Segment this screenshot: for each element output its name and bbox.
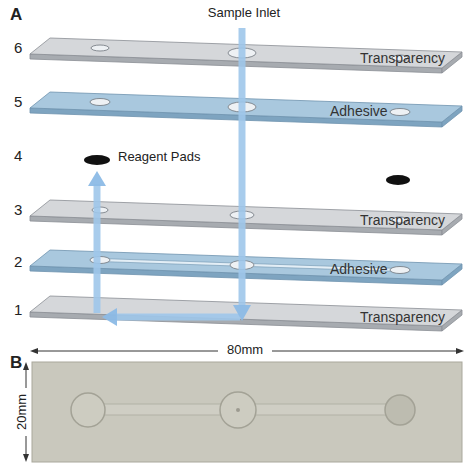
dimension-arrowhead xyxy=(30,348,38,354)
layer-face xyxy=(30,296,462,326)
layer-hole xyxy=(390,109,410,116)
layer-label: Transparency xyxy=(360,212,445,228)
dimension-arrowhead xyxy=(23,362,29,370)
dimension-line xyxy=(26,368,27,388)
flow-arrow xyxy=(94,184,101,313)
photo-inlet xyxy=(220,392,256,428)
photo-inlet-center xyxy=(236,408,240,412)
layer-sheet: Transparency xyxy=(30,200,462,240)
layer-hole xyxy=(90,257,110,264)
layer-sheet: Adhesive xyxy=(30,92,462,132)
dimension-line xyxy=(272,351,458,352)
flow-arrows xyxy=(88,28,251,326)
layer-sheet: Transparency xyxy=(30,38,462,78)
layer-face xyxy=(30,38,462,68)
layer-sheet: Adhesive xyxy=(30,250,462,290)
layer-face xyxy=(30,92,462,122)
dimension-label: 20mm xyxy=(15,394,29,430)
layer-outline xyxy=(30,92,462,132)
panel-letter: B xyxy=(10,354,22,373)
flow-arrow xyxy=(239,28,246,306)
photo-reservoir xyxy=(385,395,415,425)
layer-face xyxy=(30,200,462,230)
layer-number: 6 xyxy=(14,40,22,57)
layer-hole xyxy=(228,48,256,58)
layer-number: 4 xyxy=(14,148,22,165)
inlet-label: Sample Inlet xyxy=(208,6,280,20)
layer-number: 2 xyxy=(14,254,22,271)
dimension-arrowhead xyxy=(23,454,29,462)
flow-arrowhead xyxy=(102,308,117,326)
layer-outline xyxy=(30,250,462,290)
flow-arrowhead xyxy=(233,305,251,321)
dimension-line xyxy=(36,351,218,352)
device-photo xyxy=(32,362,462,462)
dimension-line xyxy=(26,436,27,456)
flow-arrowhead xyxy=(88,171,106,186)
layer-sheet: Transparency xyxy=(30,296,462,336)
layer-label: Transparency xyxy=(360,50,445,66)
layer-label: Transparency xyxy=(360,309,445,325)
layer-hole xyxy=(228,102,256,112)
dimension-label: 80mm xyxy=(227,343,263,357)
layer-number: 3 xyxy=(14,202,22,219)
panel-letter: A xyxy=(10,6,22,25)
layer-hole xyxy=(92,207,108,213)
flow-arrow xyxy=(116,314,240,321)
layer-number: 5 xyxy=(14,94,22,111)
pad-label: Reagent Pads xyxy=(118,150,200,164)
layer-hole xyxy=(90,99,110,106)
reagent-pad xyxy=(386,175,410,185)
layer-face xyxy=(30,250,462,280)
layer-label: Adhesive xyxy=(330,103,388,119)
layer-hole xyxy=(230,261,254,270)
dimension-arrowhead xyxy=(456,348,464,354)
photo-reservoir xyxy=(71,393,105,427)
layer-number: 1 xyxy=(14,302,22,319)
layer-hole xyxy=(91,45,109,51)
layer-label: Adhesive xyxy=(330,261,388,277)
layer-hole xyxy=(230,211,254,219)
reagent-pad xyxy=(84,155,110,165)
layer-hole xyxy=(390,267,410,274)
